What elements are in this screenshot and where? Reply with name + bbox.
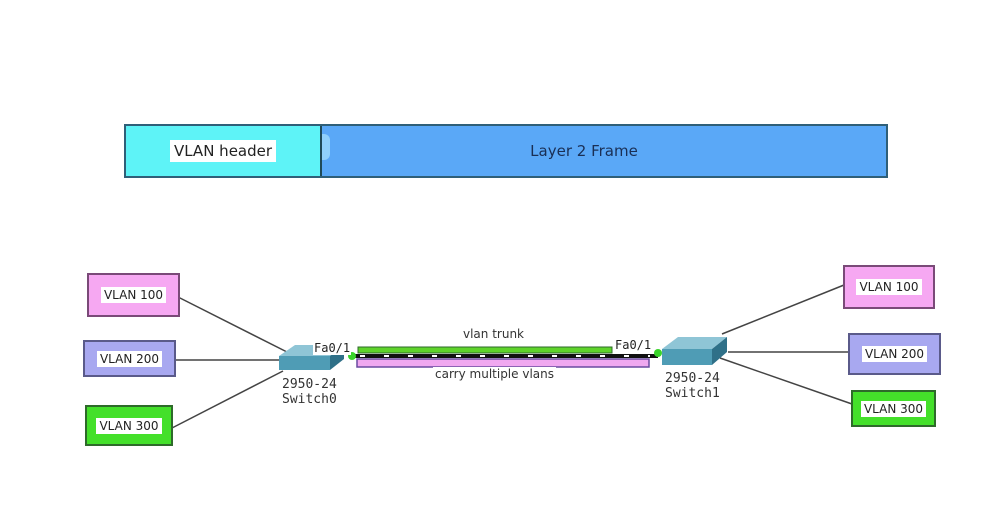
link-left-vlan100 [177, 296, 288, 353]
switch0-label: 2950-24 Switch0 [282, 377, 337, 407]
link-left-vlan300 [171, 370, 284, 429]
trunk-top-band [357, 346, 613, 354]
vlan-header-segment: VLAN header [126, 126, 322, 176]
trunk-bottom-band [356, 358, 650, 368]
switch0-port-label: Fa0/1 [313, 341, 352, 355]
left-vlan300-label: VLAN 300 [96, 417, 162, 434]
left-vlan200-host[interactable]: VLAN 200 [83, 340, 176, 377]
switch1-name: Switch1 [665, 386, 720, 401]
left-vlan200-label: VLAN 200 [96, 350, 163, 367]
switch1-model: 2950-24 [665, 371, 720, 386]
link-right-vlan300 [719, 357, 853, 405]
right-vlan200-label: VLAN 200 [861, 346, 928, 362]
right-vlan100-host[interactable]: VLAN 100 [843, 265, 935, 309]
switch0-name: Switch0 [282, 392, 337, 407]
trunk-top-label: vlan trunk [461, 327, 527, 341]
right-vlan200-host[interactable]: VLAN 200 [848, 333, 941, 375]
switch1-label: 2950-24 Switch1 [665, 371, 720, 401]
right-vlan300-host[interactable]: VLAN 300 [851, 390, 936, 427]
trunk-link[interactable] [348, 346, 662, 368]
right-port-status-icon [654, 349, 662, 357]
vlan-header-label: VLAN header [169, 140, 277, 162]
switch1-icon[interactable] [662, 337, 727, 365]
link-right-vlan100 [721, 284, 845, 335]
left-vlan100-label: VLAN 100 [100, 287, 167, 303]
right-vlan100-label: VLAN 100 [856, 279, 922, 295]
switch0-model: 2950-24 [282, 377, 337, 392]
frame-bar: VLAN header Layer 2 Frame [124, 124, 888, 178]
trunk-bottom-label: carry multiple vlans [433, 367, 556, 381]
layer2-frame-segment: Layer 2 Frame [322, 126, 886, 176]
right-vlan300-label: VLAN 300 [860, 400, 927, 417]
layer2-frame-label: Layer 2 Frame [530, 142, 638, 160]
left-vlan300-host[interactable]: VLAN 300 [85, 405, 173, 446]
left-vlan100-host[interactable]: VLAN 100 [87, 273, 180, 317]
switch1-port-label: Fa0/1 [614, 338, 653, 352]
